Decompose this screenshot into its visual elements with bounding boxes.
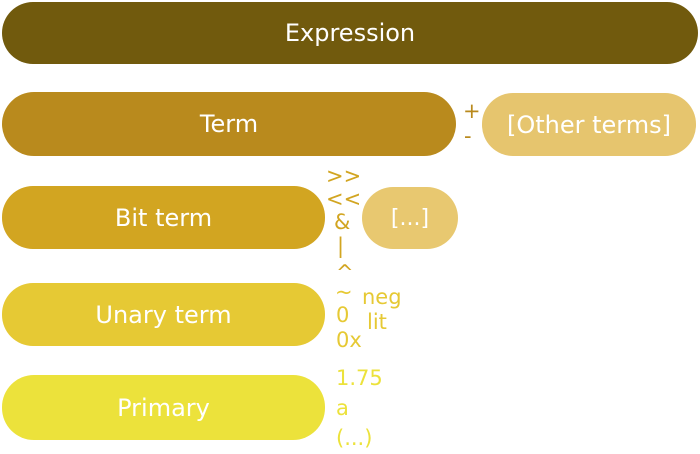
bit-operator-and: & xyxy=(334,210,351,234)
term-label: Term xyxy=(199,110,259,138)
unary-term-block: Unary term xyxy=(2,283,325,346)
primary-example-parenthesized: (...) xyxy=(336,426,373,450)
unary-operator-hex: 0x xyxy=(336,328,362,352)
term-operator-plus: + xyxy=(463,99,481,123)
bit-more-block: [...] xyxy=(362,187,458,249)
primary-example-variable: a xyxy=(336,396,349,420)
expression-block: Expression xyxy=(2,2,698,64)
bit-operator-shift-left: << xyxy=(326,187,362,211)
primary-label: Primary xyxy=(117,393,210,422)
bit-operator-shift-right: >> xyxy=(326,164,362,188)
primary-block: Primary xyxy=(2,375,325,440)
primary-example-number: 1.75 xyxy=(336,366,383,390)
term-operator-minus: - xyxy=(464,124,472,148)
other-terms-block: [Other terms] xyxy=(482,93,696,156)
bit-operator-xor: ^ xyxy=(336,261,354,285)
unary-term-label: Unary term xyxy=(95,300,232,329)
bit-term-label: Bit term xyxy=(114,203,213,232)
bit-term-block: Bit term xyxy=(2,186,325,249)
term-block: Term xyxy=(2,92,456,156)
expression-label: Expression xyxy=(284,19,416,47)
unary-operator-tilde: ~ xyxy=(335,280,353,304)
bit-more-label: [...] xyxy=(390,205,430,231)
unary-operator-lit: lit xyxy=(367,310,387,334)
bit-operator-or: | xyxy=(337,234,345,258)
unary-operator-zero: 0 xyxy=(336,303,350,327)
unary-operator-neg: neg xyxy=(362,285,402,309)
other-terms-label: [Other terms] xyxy=(506,110,671,139)
